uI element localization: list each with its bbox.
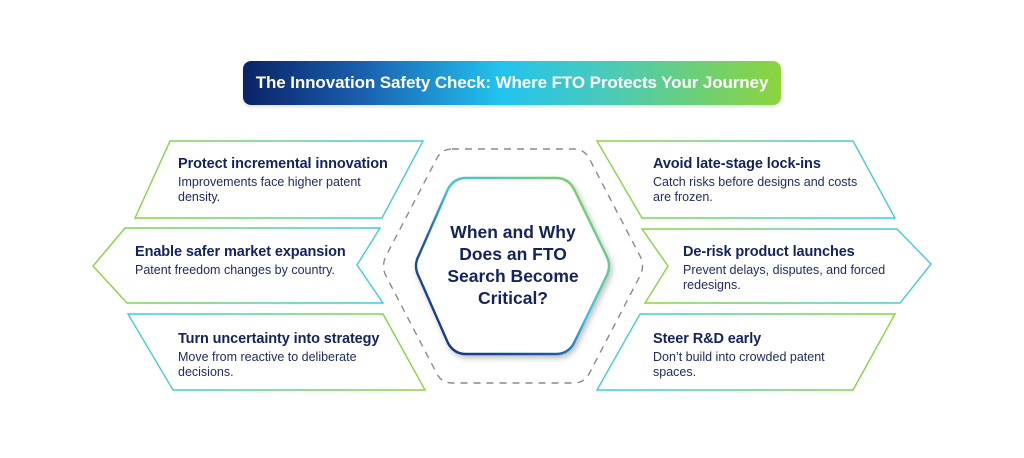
center-question-line: Search Become [447, 266, 579, 286]
left-card-3-shape [126, 313, 427, 391]
center-question-line: Critical? [477, 288, 549, 308]
left-card-protect-incremental-innovation: Protect incremental innovation Improveme… [178, 155, 398, 205]
card-heading: Turn uncertainty into strategy [178, 331, 380, 347]
left-card-turn-uncertainty-into-strategy: Turn uncertainty into strategy Move from… [178, 330, 380, 380]
card-description: Move from reactive to deliberate decisio… [178, 350, 357, 379]
right-card-2-shape [640, 228, 932, 304]
card-description: Patent freedom changes by country. [135, 263, 335, 277]
center-question: When and Why Does an FTO Search Become C… [430, 221, 596, 309]
card-description: Improvements face higher patent density. [178, 175, 361, 204]
card-heading: Steer R&D early [653, 331, 762, 347]
card-description: Don’t build into crowded patent spaces. [653, 350, 825, 379]
card-heading: Protect incremental innovation [178, 156, 388, 172]
title-banner: The Innovation Safety Check: Where FTO P… [243, 61, 781, 105]
title-text: The Innovation Safety Check: Where FTO P… [255, 73, 769, 92]
right-card-avoid-late-stage-lock-ins: Avoid late-stage lock-ins Catch risks be… [653, 155, 868, 205]
left-card-1-shape [133, 140, 425, 219]
card-heading: Avoid late-stage lock-ins [653, 156, 821, 172]
card-heading: Enable safer market expansion [135, 244, 346, 260]
center-question-line: When and Why [450, 222, 576, 242]
center-hexagon [414, 176, 611, 356]
card-description: Catch risks before designs and costs are… [653, 175, 858, 204]
left-card-enable-safer-market-expansion: Enable safer market expansion Patent fre… [135, 243, 360, 278]
right-card-3-shape [595, 313, 897, 391]
card-description: Prevent delays, disputes, and forced red… [683, 263, 886, 292]
right-card-de-risk-product-launches: De-risk product launches Prevent delays,… [683, 243, 888, 293]
card-heading: De-risk product launches [683, 244, 855, 260]
right-card-steer-rd-early: Steer R&D early Don’t build into crowded… [653, 330, 838, 380]
right-card-1-shape [595, 140, 897, 219]
left-card-2-shape [92, 227, 385, 304]
center-question-line: Does an FTO [459, 244, 567, 264]
